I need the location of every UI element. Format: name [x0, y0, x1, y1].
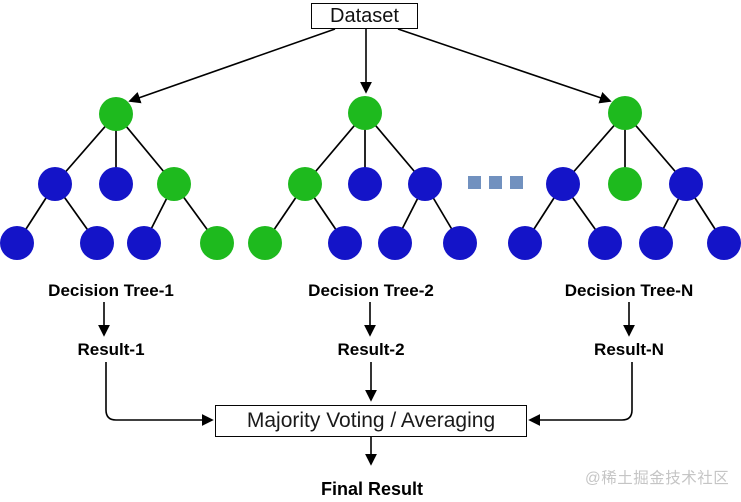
tree-3-node-blue [546, 167, 580, 201]
tree-3-node-green [608, 167, 642, 201]
tree-2-node-blue [348, 167, 382, 201]
tree-1-node-green [99, 97, 133, 131]
ellipsis-dot [489, 176, 502, 189]
tree-3-node-blue [669, 167, 703, 201]
tree-2-node-blue [378, 226, 412, 260]
tree-2-node-blue [443, 226, 477, 260]
tree-1-node-blue [127, 226, 161, 260]
decision-tree-1-label: Decision Tree-1 [48, 281, 174, 300]
watermark-text: @稀土掘金技术社区 [585, 470, 730, 487]
resultN-to-voting-arrow [528, 362, 633, 426]
result-2-label: Result-2 [337, 340, 405, 359]
dataset-to-tree1-arrow [128, 28, 336, 104]
tree-1-node-blue [38, 167, 72, 201]
tree-1-node-green [200, 226, 234, 260]
tree-3-node-blue [707, 226, 741, 260]
tree-3-node-blue [588, 226, 622, 260]
tree-3-node-blue [508, 226, 542, 260]
tree-2-node-blue [408, 167, 442, 201]
flow-arrows-layer [98, 28, 635, 466]
tree-2-node-blue [328, 226, 362, 260]
dataset-box: Dataset [311, 3, 418, 29]
tree-2-node-green [288, 167, 322, 201]
ellipsis-dot [510, 176, 523, 189]
tree-2-node-green [248, 226, 282, 260]
ellipsis-dots-layer [468, 176, 523, 189]
dataset-to-treeN-arrow [397, 28, 612, 104]
tree-1-node-blue [0, 226, 34, 260]
tree-1-node-blue [80, 226, 114, 260]
dataset-label: Dataset [330, 4, 399, 27]
tree-nodes-layer [0, 96, 741, 260]
majority-voting-label: Majority Voting / Averaging [246, 409, 496, 432]
result1-to-voting-arrow [105, 362, 214, 426]
decision-tree-n-label: Decision Tree-N [564, 281, 694, 300]
final-result-label: Final Result [320, 479, 424, 499]
tree-1-node-green [157, 167, 191, 201]
ellipsis-dot [468, 176, 481, 189]
result-n-label: Result-N [594, 340, 664, 359]
tree-3-node-blue [639, 226, 673, 260]
tree-1-node-blue [99, 167, 133, 201]
majority-voting-box: Majority Voting / Averaging [215, 405, 527, 437]
tree-3-node-green [608, 96, 642, 130]
decision-tree-2-label: Decision Tree-2 [308, 281, 434, 300]
result-1-label: Result-1 [77, 340, 145, 359]
tree-2-node-green [348, 96, 382, 130]
